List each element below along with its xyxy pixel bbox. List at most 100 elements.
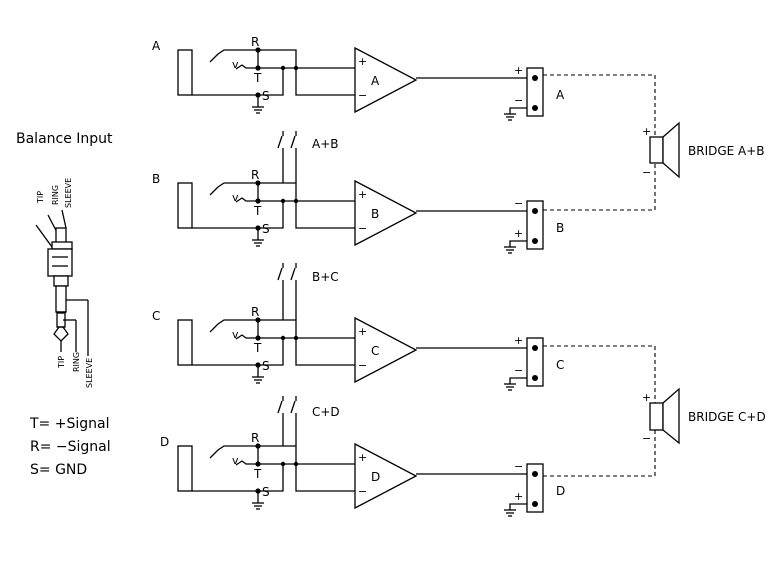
op-amp-icon-d: [354, 442, 418, 510]
amp-label-a: A: [371, 74, 380, 88]
input-jack-icon-b: [177, 180, 264, 247]
legend-sleeve: S= GND: [30, 462, 87, 478]
bridge-ab-plus: +: [642, 125, 651, 138]
amp-minus-label-a: −: [358, 89, 367, 102]
output-terminal-icon-a: [504, 67, 544, 121]
bridge-ab-minus: −: [642, 166, 651, 179]
amp-label-b: B: [371, 207, 379, 221]
jack-s-label-b: S: [262, 222, 270, 236]
jack-v-label-b: v: [232, 191, 239, 204]
plug-sleeve-label-bottom: SLEEVE: [85, 358, 94, 388]
node-tip-b: [280, 198, 286, 204]
jack-v-label-c: v: [232, 328, 239, 341]
wire-ring-b: [258, 182, 355, 229]
output-label-d: D: [556, 484, 565, 498]
bridge-switch-cd: [277, 396, 297, 446]
speaker-icon-cd: [543, 345, 680, 477]
node-ring-b: [293, 198, 299, 204]
node-ring-a: [293, 65, 299, 71]
channel-label-d: D: [160, 435, 169, 449]
jack-t-label-d: T: [253, 467, 262, 481]
bridge-cd-label: BRIDGE C+D: [688, 410, 766, 424]
plug-tip-label-top: TIP: [36, 191, 45, 204]
jack-s-label-a: S: [262, 89, 270, 103]
amp-plus-label-b: +: [358, 188, 367, 201]
plug-tip-label-bottom: TIP: [57, 356, 66, 369]
op-amp-icon-b: [354, 179, 418, 247]
jack-r-label-b: R: [251, 168, 259, 182]
amp-plus-label-d: +: [358, 451, 367, 464]
output-terminal-icon-b: [504, 200, 544, 254]
out-bot-pin-b: +: [514, 227, 523, 240]
legend-tip: T= +Signal: [29, 416, 109, 432]
amp-plus-label-c: +: [358, 325, 367, 338]
jack-r-label-d: R: [251, 431, 259, 445]
amp-minus-label-c: −: [358, 359, 367, 372]
out-bot-pin-c: −: [514, 364, 523, 377]
jack-s-label-d: S: [262, 485, 270, 499]
wire-ring-d: [258, 445, 355, 492]
op-amp-icon-c: [354, 316, 418, 384]
channel-label-c: C: [152, 309, 160, 323]
out-top-pin-b: −: [514, 197, 523, 210]
balance-input-title: Balance Input: [16, 131, 113, 147]
output-terminal-icon-d: [504, 463, 544, 517]
input-jack-icon-d: [177, 443, 264, 510]
jack-v-label-a: v: [232, 58, 239, 71]
amp-plus-label-a: +: [358, 55, 367, 68]
bridge-switch-bc: [277, 263, 297, 320]
plug-ring-label-top: RING: [51, 185, 60, 205]
op-amp-icon-a: [354, 46, 418, 114]
bridge-ab-label: BRIDGE A+B: [688, 144, 765, 158]
output-terminal-icon-c: [504, 337, 544, 391]
node-tip-c: [280, 335, 286, 341]
jack-r-label-a: R: [251, 35, 259, 49]
plug-sleeve-label-top: SLEEVE: [64, 178, 73, 208]
jack-t-label-a: T: [253, 71, 262, 85]
input-jack-icon-a: [177, 47, 264, 114]
switch-label-bc: B+C: [312, 270, 339, 284]
jack-t-label-c: T: [253, 341, 262, 355]
node-ring-d: [293, 461, 299, 467]
amp-minus-label-d: −: [358, 485, 367, 498]
wire-tip-b: [258, 200, 284, 229]
jack-v-label-d: v: [232, 454, 239, 467]
wire-tip-d: [258, 463, 284, 492]
legend-ring: R= −Signal: [30, 439, 111, 455]
switch-label-ab: A+B: [312, 137, 339, 151]
node-tip-d: [280, 461, 286, 467]
switch-label-cd: C+D: [312, 405, 340, 419]
input-jack-icon-c: [177, 317, 264, 384]
amp-label-d: D: [371, 470, 380, 484]
node-tip-a: [280, 65, 286, 71]
bridge-cd-minus: −: [642, 432, 651, 445]
amp-label-c: C: [371, 344, 379, 358]
channel-label-b: B: [152, 172, 160, 186]
out-top-pin-c: +: [514, 334, 523, 347]
out-top-pin-d: −: [514, 460, 523, 473]
jack-t-label-b: T: [253, 204, 262, 218]
wire-tip-a: [258, 67, 284, 96]
node-ring-c: [293, 335, 299, 341]
wire-ring-a: [258, 49, 355, 96]
speaker-icon-ab: [543, 74, 680, 211]
jack-s-label-c: S: [262, 359, 270, 373]
jack-r-label-c: R: [251, 305, 259, 319]
trs-plug-icon: [35, 209, 89, 356]
out-bot-pin-d: +: [514, 490, 523, 503]
out-bot-pin-a: −: [514, 94, 523, 107]
out-top-pin-a: +: [514, 64, 523, 77]
amp-minus-label-b: −: [358, 222, 367, 235]
wire-ring-c: [258, 319, 355, 366]
bridge-cd-plus: +: [642, 391, 651, 404]
output-label-c: C: [556, 358, 564, 372]
output-label-a: A: [556, 88, 565, 102]
channel-label-a: A: [152, 39, 161, 53]
output-label-b: B: [556, 221, 564, 235]
